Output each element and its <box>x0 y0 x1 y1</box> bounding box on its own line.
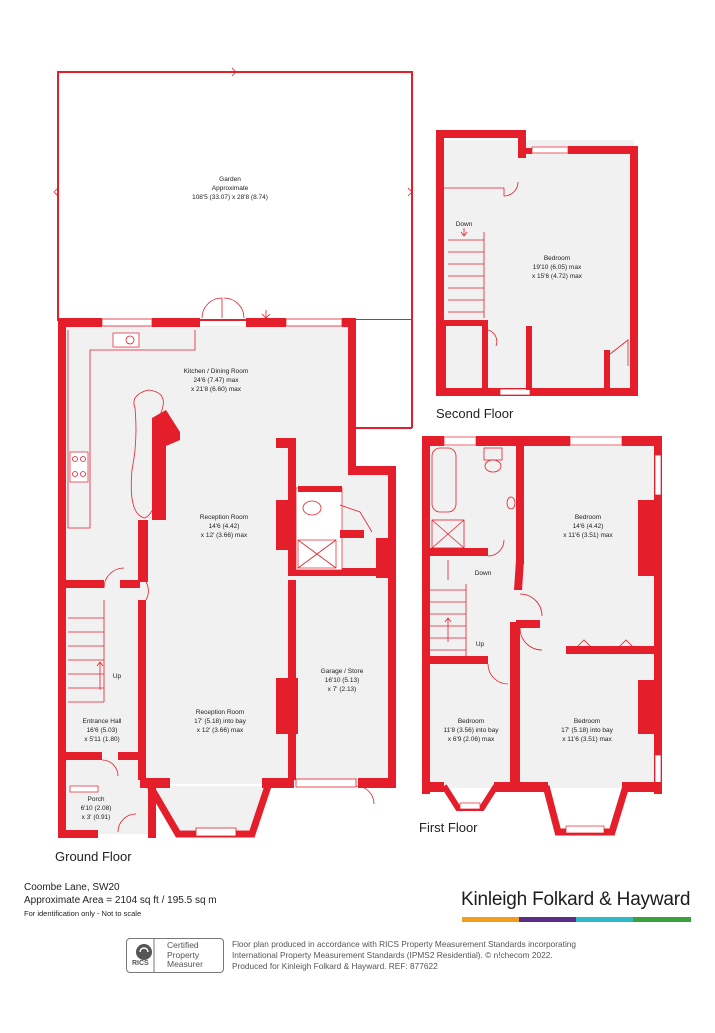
first-stairs-down-label: Down <box>475 570 492 577</box>
svg-text:x 11'6 (3.51) max: x 11'6 (3.51) max <box>562 736 612 743</box>
svg-text:17' (5.18) into bay: 17' (5.18) into bay <box>561 727 614 734</box>
ground-floor-title: Ground Floor <box>55 849 132 864</box>
reception-room-2-label: Reception Room 17' (5.18) into bay x 12'… <box>194 709 247 734</box>
second-stairs-down-label: Down <box>456 221 473 228</box>
garden-label: Garden Approximate 108'5 (33.07) x 28'8 … <box>192 176 268 201</box>
footer-line-1: Floor plan produced in accordance with R… <box>232 939 577 949</box>
svg-text:16'6 (5.03): 16'6 (5.03) <box>87 727 118 734</box>
svg-text:x 12' (3.66) max: x 12' (3.66) max <box>197 727 244 734</box>
svg-text:x 6'9 (2.06) max: x 6'9 (2.06) max <box>448 736 495 743</box>
svg-text:Bedroom: Bedroom <box>458 718 484 725</box>
svg-text:x 15'6 (4.72) max: x 15'6 (4.72) max <box>532 273 583 280</box>
ground-stairs-up-label: Up <box>113 673 122 680</box>
svg-text:6'10 (2.08): 6'10 (2.08) <box>81 805 112 812</box>
svg-text:14'6 (4.42): 14'6 (4.42) <box>209 523 240 530</box>
first-floor-title: First Floor <box>419 820 478 835</box>
disclaimer: For identification only - Not to scale <box>24 909 142 918</box>
porch-label: Porch 6'10 (2.08) x 3' (0.91) <box>81 796 112 821</box>
first-floor-bedroom-b-label: Bedroom 11'8 (3.56) into bay x 6'9 (2.06… <box>444 718 500 743</box>
second-floor-title: Second Floor <box>436 406 514 421</box>
first-stairs-up-label: Up <box>476 641 485 648</box>
svg-text:Garden: Garden <box>219 176 241 183</box>
brand-bar-green <box>633 917 691 922</box>
svg-text:Porch: Porch <box>88 796 105 803</box>
svg-text:17' (5.18) into bay: 17' (5.18) into bay <box>194 718 247 725</box>
entrance-hall-label: Entrance Hall 16'6 (5.03) x 5'11 (1.80) <box>82 718 122 743</box>
footer-line-2: International Property Measurement Stand… <box>232 950 553 960</box>
svg-text:Bedroom: Bedroom <box>574 718 600 725</box>
svg-text:x 5'11 (1.80): x 5'11 (1.80) <box>84 736 119 743</box>
svg-text:24'6 (7.47) max: 24'6 (7.47) max <box>194 377 240 384</box>
brand-bar-purple <box>519 917 576 922</box>
brand-name: Kinleigh Folkard & Hayward <box>461 889 691 910</box>
svg-text:Kitchen / Dining Room: Kitchen / Dining Room <box>184 368 249 375</box>
svg-text:Reception Room: Reception Room <box>196 709 244 716</box>
first-floor-plan <box>422 436 662 836</box>
svg-text:x 11'6 (3.51) max: x 11'6 (3.51) max <box>563 532 613 539</box>
reception-room-1-label: Reception Room 14'6 (4.42) x 12' (3.66) … <box>200 514 248 539</box>
svg-text:Entrance Hall: Entrance Hall <box>82 718 122 725</box>
second-floor-plan <box>436 130 638 396</box>
svg-text:x 12' (3.66) max: x 12' (3.66) max <box>201 532 248 539</box>
footer-line-3: Produced for Kinleigh Folkard & Hayward.… <box>232 961 438 971</box>
rics-badge: RICS Certified Property Measurer <box>126 938 224 973</box>
approximate-area: Approximate Area = 2104 sq ft / 195.5 sq… <box>24 895 217 906</box>
svg-text:Bedroom: Bedroom <box>575 514 601 521</box>
kitchen-label: Kitchen / Dining Room 24'6 (7.47) max x … <box>184 368 249 393</box>
brand-bar-orange <box>462 917 519 922</box>
svg-text:Reception Room: Reception Room <box>200 514 248 521</box>
svg-text:16'10 (5.13): 16'10 (5.13) <box>325 677 360 684</box>
first-floor-bedroom-a-label: Bedroom 14'6 (4.42) x 11'6 (3.51) max <box>563 514 613 539</box>
svg-text:19'10 (6.05) max: 19'10 (6.05) max <box>533 264 582 271</box>
svg-text:11'8 (3.56) into bay: 11'8 (3.56) into bay <box>444 727 500 734</box>
svg-text:Bedroom: Bedroom <box>544 255 570 262</box>
garage-label: Garage / Store 16'10 (5.13) x 7' (2.13) <box>321 668 364 693</box>
rics-logo-icon <box>136 944 152 960</box>
rics-mark: RICS <box>132 960 149 967</box>
rics-text: Certified Property Measurer <box>167 940 203 969</box>
svg-text:Approximate: Approximate <box>212 185 249 192</box>
svg-text:x 3' (0.91): x 3' (0.91) <box>82 814 111 821</box>
svg-text:x 21'8 (6.60) max: x 21'8 (6.60) max <box>191 386 242 393</box>
garden-area <box>53 67 413 429</box>
address: Coombe Lane, SW20 <box>24 882 120 893</box>
svg-text:x 7' (2.13): x 7' (2.13) <box>328 686 357 693</box>
svg-text:Garage / Store: Garage / Store <box>321 668 364 675</box>
ground-floor-plan <box>58 297 396 838</box>
second-floor-bedroom-label: Bedroom 19'10 (6.05) max x 15'6 (4.72) m… <box>532 255 583 280</box>
first-floor-bedroom-c-label: Bedroom 17' (5.18) into bay x 11'6 (3.51… <box>561 718 614 743</box>
svg-text:14'6 (4.42): 14'6 (4.42) <box>573 523 604 530</box>
rics-divider <box>153 939 155 972</box>
brand-bar-teal <box>576 917 633 922</box>
svg-text:108'5 (33.07) x 28'8 (8.74): 108'5 (33.07) x 28'8 (8.74) <box>192 194 268 201</box>
